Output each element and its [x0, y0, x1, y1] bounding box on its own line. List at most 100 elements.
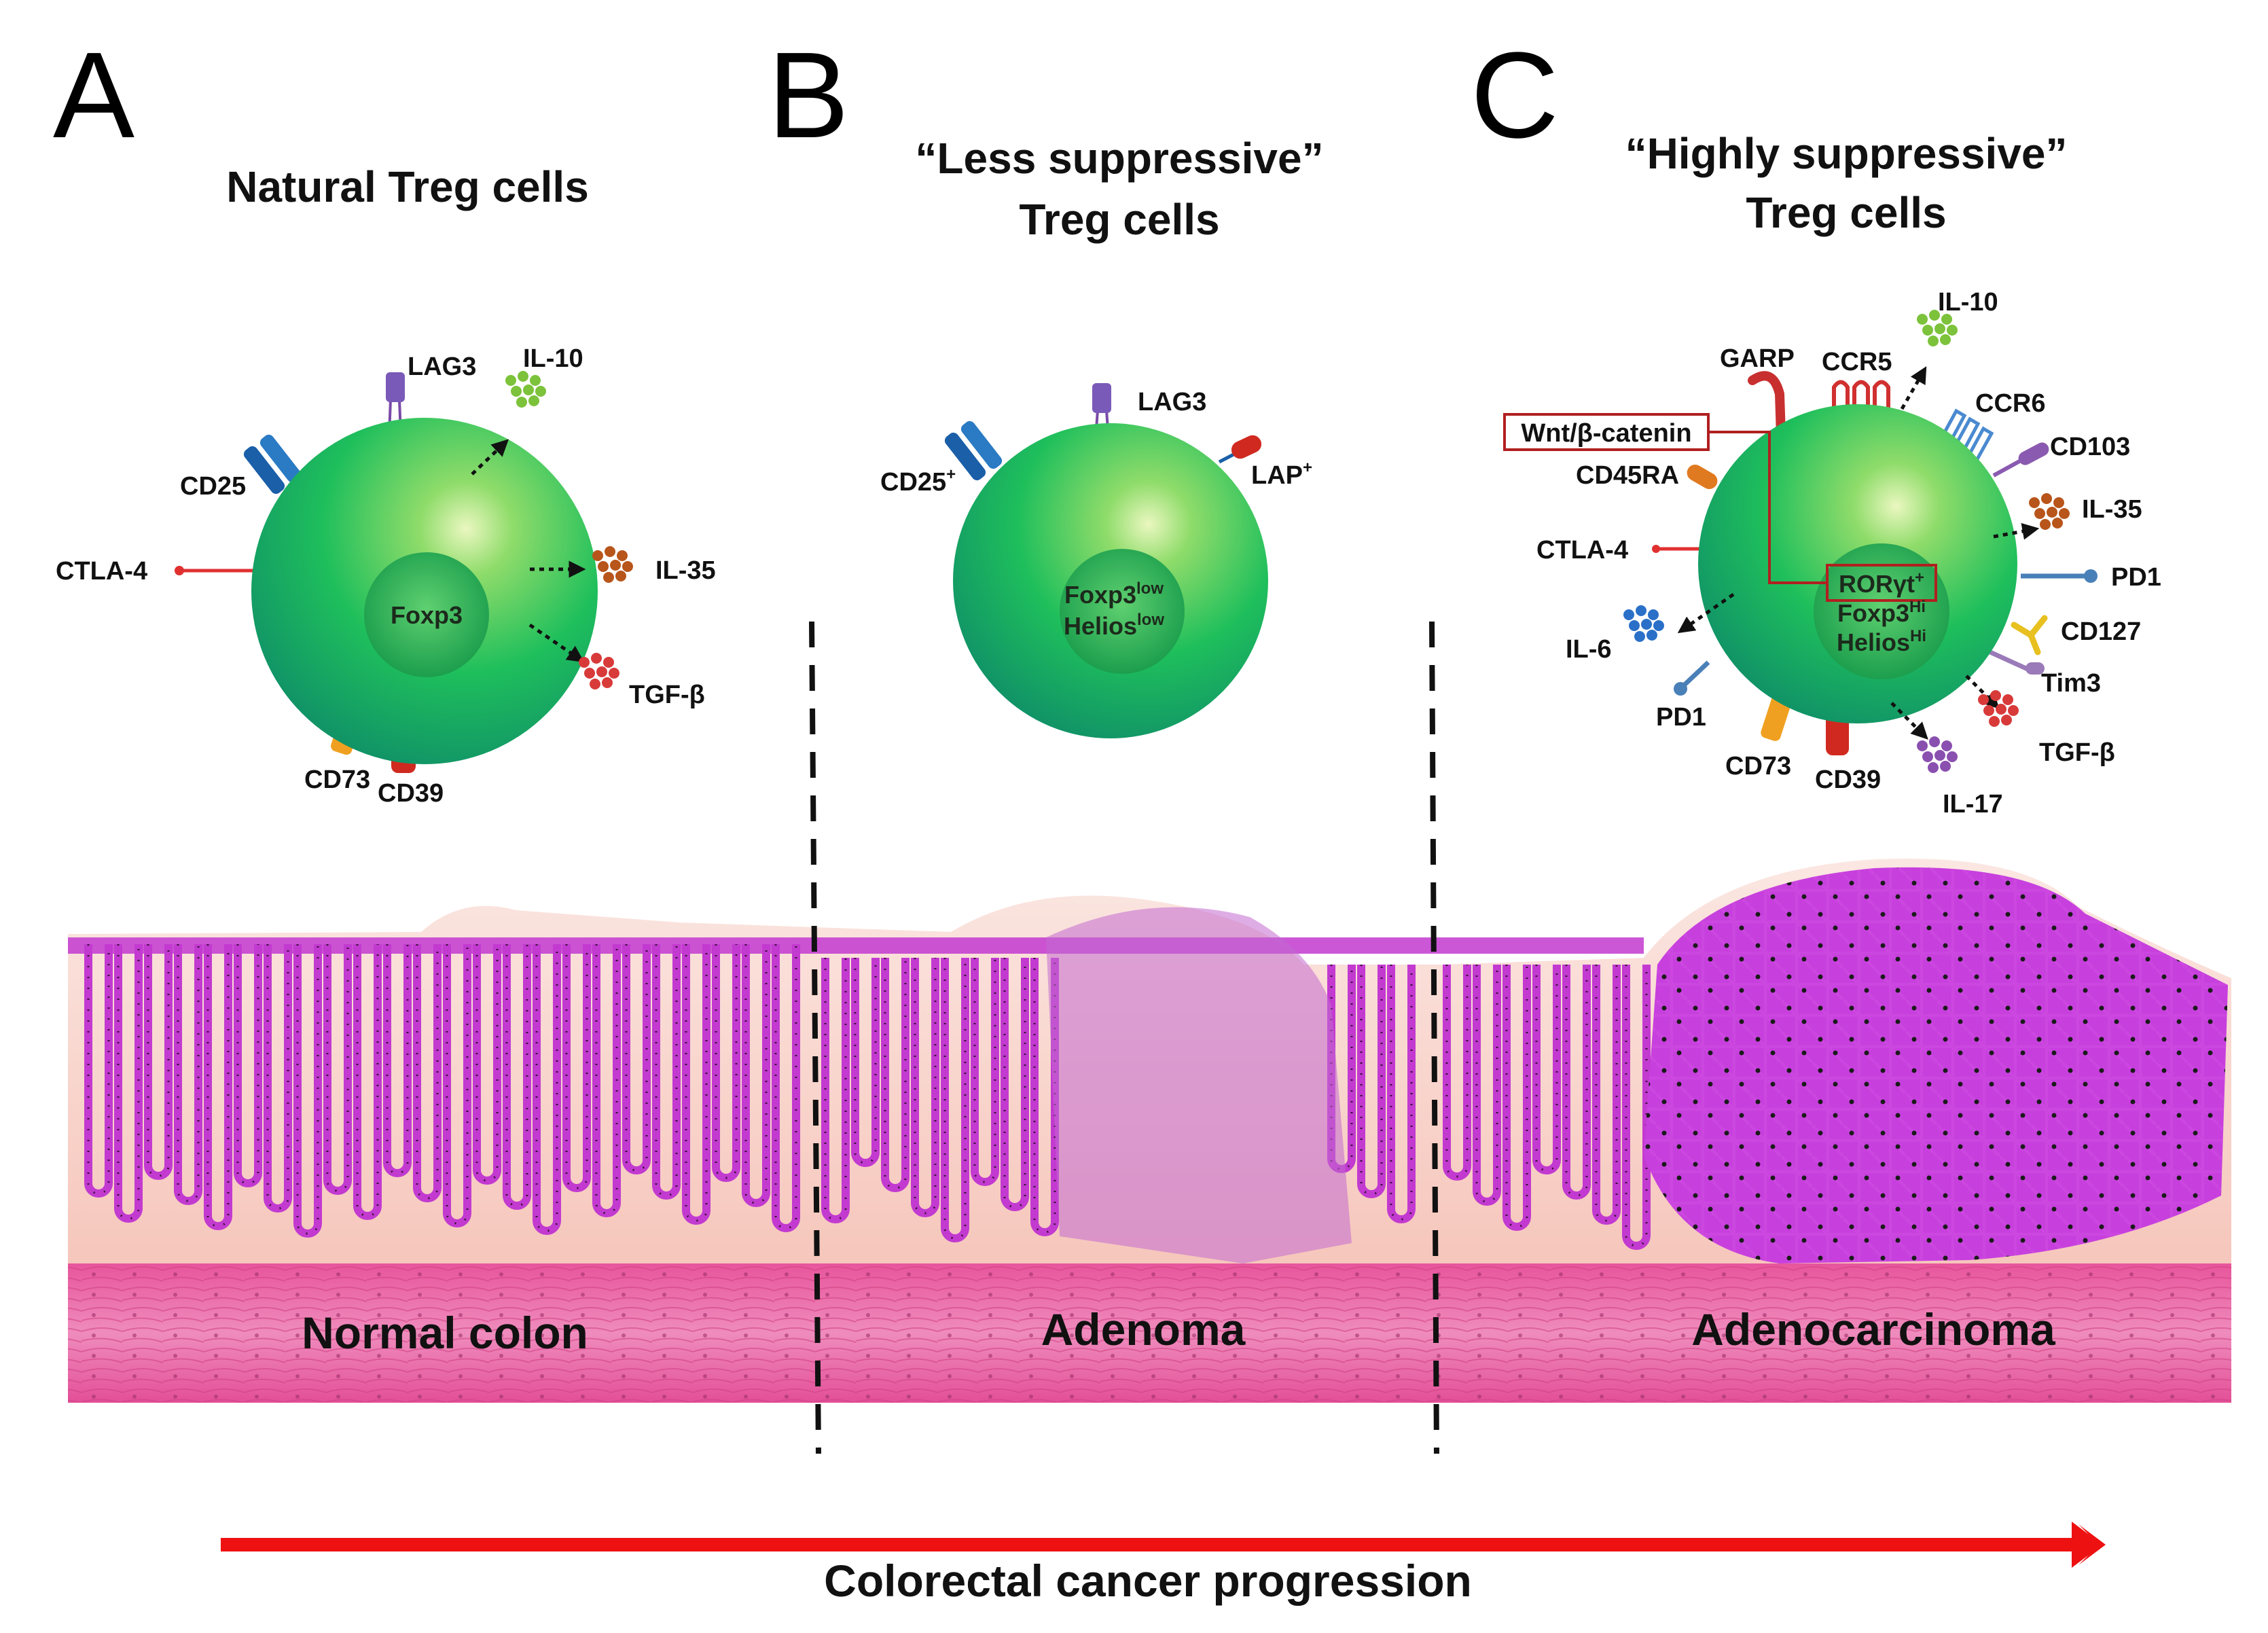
il35-cytokine-icon	[2029, 493, 2070, 530]
tissue-label-adenoma: Adenoma	[1041, 1304, 1246, 1354]
panel-c-title-line1: “Highly suppressive”	[1625, 129, 2068, 178]
crypt	[533, 944, 561, 1235]
marker-label: CCR5	[1822, 348, 1892, 376]
marker-label: IL-10	[523, 344, 583, 373]
garp-receptor-icon	[1748, 371, 1786, 439]
marker-label-lap: LAP+	[1251, 459, 1312, 490]
cd45ra-receptor-icon	[1687, 465, 1718, 489]
lap-receptor-icon	[1218, 435, 1262, 464]
marker-label: GARP	[1720, 344, 1795, 373]
cd103-receptor-icon	[1992, 442, 2049, 478]
il35-cytokine-icon	[592, 546, 633, 583]
tgfb-cytokine-icon	[1978, 690, 2019, 727]
ccr5-receptor-icon	[1832, 380, 1890, 420]
progression-label: Colorectal cancer progression	[824, 1556, 1472, 1606]
marker-label: PD1	[1656, 703, 1706, 732]
crypt	[881, 958, 910, 1192]
marker-label: IL-10	[1938, 288, 1998, 317]
panel-b-title-line2: Treg cells	[1019, 195, 1219, 244]
nucleus-label-c-helios: HeliosHi	[1837, 627, 1926, 656]
crypt	[353, 944, 382, 1220]
panel-letter-b: B	[768, 27, 849, 164]
crypt	[383, 944, 412, 1177]
marker-label: IL-35	[655, 556, 716, 585]
rorgt-box	[1826, 564, 1937, 602]
crypt	[971, 958, 999, 1186]
tgfb-cytokine-icon	[579, 653, 619, 689]
marker-label: CCR6	[1975, 389, 2045, 418]
marker-label: IL-17	[1943, 790, 2003, 819]
crypt	[1357, 965, 1386, 1198]
marker-label: CD39	[1815, 766, 1881, 794]
ctla4-receptor-icon	[175, 566, 259, 575]
wnt-pathway-label: Wnt/β-catenin	[1521, 419, 1691, 448]
colonic-crypts	[68, 937, 1651, 1250]
il6-cytokine-icon	[1623, 605, 1664, 642]
pd1-receptor-icon	[2021, 569, 2098, 583]
nucleus-label-b-helios: Helioslow	[1064, 611, 1164, 640]
panel-c-title-line2: Treg cells	[1746, 188, 1946, 237]
crypt	[413, 944, 442, 1202]
marker-label: CTLA-4	[1536, 536, 1628, 564]
crypt	[293, 944, 322, 1238]
lag3-receptor-icon	[1092, 383, 1111, 430]
nucleus-label-c-ror: RORγt+	[1839, 569, 1924, 598]
marker-label-lag3: LAG3	[1138, 388, 1206, 416]
crypt	[772, 944, 800, 1232]
panel-b-title-line1: “Less suppressive”	[915, 134, 1323, 183]
crypt	[851, 958, 880, 1167]
nucleus-label-b-foxp3: Foxp3low	[1064, 579, 1164, 609]
crypt	[503, 944, 531, 1210]
marker-label: PD1	[2111, 563, 2161, 592]
marker-label: Tim3	[2041, 669, 2101, 698]
crypt	[174, 944, 202, 1205]
crypt	[443, 944, 471, 1227]
nucleus-label-a: Foxp3	[391, 601, 463, 629]
crypt	[204, 944, 232, 1230]
cd73-receptor-icon	[1761, 694, 1792, 741]
panel-a-title: Natural Treg cells	[226, 162, 589, 211]
crypt	[1502, 965, 1531, 1231]
crypt	[1622, 965, 1651, 1250]
marker-label: CD73	[1725, 752, 1791, 780]
crypt	[1387, 965, 1416, 1223]
crypt	[1532, 965, 1561, 1174]
panel-letter-c: C	[1471, 27, 1559, 164]
crypt	[234, 944, 262, 1187]
crypt	[682, 944, 710, 1225]
stage-divider	[1429, 621, 1439, 1454]
natural-treg-nucleus	[364, 552, 489, 677]
marker-label: TGF-β	[2039, 738, 2115, 767]
ctla4-receptor-icon	[1652, 545, 1702, 553]
cd25-receptor-icon	[944, 420, 1003, 481]
crypt	[323, 944, 352, 1195]
crypt	[821, 958, 850, 1223]
adenoma-mass	[1046, 907, 1352, 1263]
colon-tissue: Normal colon Adenoma Adenocarcinoma	[68, 858, 2231, 1403]
cd25-receptor-icon	[243, 434, 302, 495]
panel-a: A Natural Treg cells Foxp3	[53, 27, 716, 808]
marker-label: LAG3	[408, 353, 476, 381]
marker-label: CD127	[2061, 617, 2141, 646]
panel-b: B “Less suppressive” Treg cells Foxp3low…	[768, 27, 1324, 738]
crypt	[84, 944, 113, 1198]
marker-label: IL-6	[1566, 635, 1612, 664]
highly-suppressive-treg-nucleus	[1814, 543, 1949, 679]
marker-label-cd25: CD25+	[880, 465, 956, 497]
panel-c: C “Highly suppressive” Treg cells	[1471, 27, 2161, 819]
crypt	[562, 944, 591, 1192]
panel-letter-a: A	[53, 27, 134, 164]
wnt-pathway-box	[1503, 413, 1710, 451]
marker-label: IL-35	[2082, 495, 2142, 524]
marker-label: CD39	[378, 779, 444, 808]
pd1-receptor-icon	[1674, 660, 1710, 696]
marker-label: CD103	[2050, 433, 2130, 461]
tim3-receptor-icon	[1989, 649, 2045, 675]
nucleus-label-c-foxp3: Foxp3Hi	[1837, 598, 1926, 627]
marker-label: TGF-β	[629, 681, 705, 709]
cd127-receptor-icon	[2011, 615, 2048, 656]
tissue-label-normal: Normal colon	[302, 1308, 588, 1358]
less-suppressive-treg-nucleus	[1060, 549, 1185, 674]
progression-arrow	[221, 1522, 2106, 1568]
